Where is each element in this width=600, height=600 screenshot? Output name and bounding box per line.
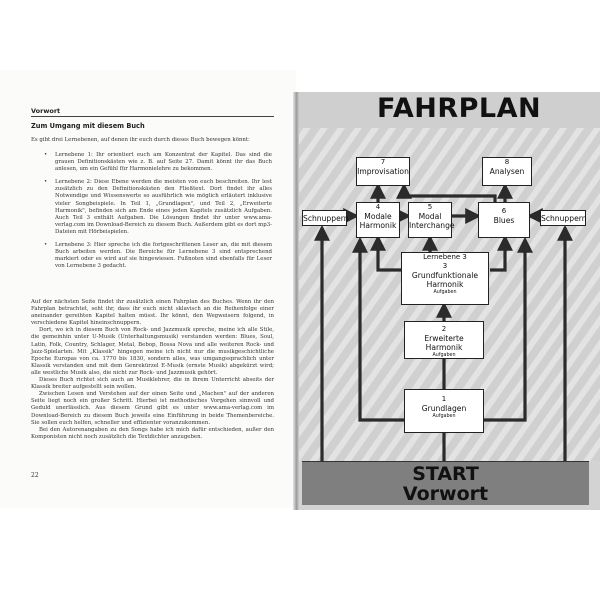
start-label: START [412, 463, 479, 485]
box-number: 8 [504, 158, 510, 166]
book-gutter [293, 92, 299, 510]
box-grundlagen: 1 Grundlagen Aufgaben [404, 389, 484, 433]
intro-text: Es gibt drei Lernebenen, auf denen ihr e… [31, 137, 250, 143]
box-label: Schnuppern [303, 214, 349, 223]
vorwort-label: Vorwort [402, 483, 489, 505]
box-sublabel: Aufgaben [432, 353, 456, 358]
box-sublabel: Aufgaben [432, 414, 456, 419]
box-sublabel: Aufgaben [433, 290, 457, 295]
body-paragraphs: Auf der nächsten Seite findet ihr zusätz… [31, 299, 274, 441]
paragraph: Auf der nächsten Seite findet ihr zusätz… [31, 299, 274, 327]
level-1-item: Lernebene 1: Ihr orientiert euch am Konz… [40, 152, 272, 173]
header-rule [31, 116, 274, 117]
box-number: 4 [375, 203, 381, 211]
arrow-grundfunktionale-blues [490, 234, 513, 272]
box-number: 5 [427, 203, 433, 211]
paragraph: Dort, wo ich in diesem Buch von Rock- un… [31, 327, 274, 376]
start-bar: START Vorwort [302, 461, 589, 505]
box-label: Analysen [489, 167, 525, 176]
page-number: 22 [31, 472, 39, 479]
learning-levels-list: Lernebene 1: Ihr orientiert euch am Konz… [40, 152, 272, 276]
box-number: 6 [501, 207, 507, 215]
running-head: Vorwort [31, 107, 61, 115]
arrow-blues-improvisation [396, 182, 497, 202]
box-label: Interchange [409, 221, 455, 230]
box-number: 1 [441, 395, 447, 403]
box-label: Grundlagen [421, 404, 467, 413]
level-2-item: Lernebene 2: Diese Ebene werden die meis… [40, 179, 272, 236]
paragraph: Bei den Autorenangaben zu den Songs habe… [31, 426, 274, 440]
box-modale-harmonik: 4 Modale Harmonik [356, 202, 400, 238]
box-improvisation: 7 Improvisation [356, 157, 410, 186]
box-label: Blues [493, 216, 515, 225]
box-grundfunktionale-harmonik: Lernebene 3 3 Grundfunktionale Harmonik … [401, 252, 489, 305]
level-3-item: Lernebene 3: Hier spreche ich die fortge… [40, 242, 272, 270]
paragraph: Zwischen Lesen und Verstehen auf der ein… [31, 391, 274, 426]
box-label: Improvisation [357, 167, 409, 176]
box-blues: 6 Blues [478, 202, 530, 238]
box-number: Lernebene 3 [423, 253, 467, 261]
page-title: FAHRPLAN [377, 93, 542, 124]
box-label: Harmonik [426, 280, 464, 289]
box-number: 3 [442, 262, 448, 270]
arrow-grundfunktionale-modale [370, 234, 405, 272]
arrow-grundlagen-side-left [352, 236, 404, 422]
box-number: 7 [380, 158, 386, 166]
paragraph: Dieses Buch richtet sich auch an Musikle… [31, 377, 274, 391]
box-schnuppern-right: Schnuppern [540, 210, 587, 226]
box-erweiterte-harmonik: 2 Erweiterte Harmonik Aufgaben [404, 321, 484, 359]
box-label: Grundfunktionale [411, 271, 479, 280]
section-title: Zum Umgang mit diesem Buch [31, 122, 145, 130]
left-page [0, 70, 296, 508]
box-label: Modal [418, 212, 442, 221]
box-label: Modale [364, 212, 392, 221]
box-label: Schnuppern [541, 214, 587, 223]
box-number: 2 [441, 325, 447, 333]
arrow-grundlagen-side-right [484, 236, 533, 422]
box-schnuppern-left: Schnuppern [302, 210, 349, 226]
box-analysen: 8 Analysen [482, 157, 532, 186]
title-band [299, 92, 600, 128]
box-label: Harmonik [359, 221, 397, 230]
box-label: Erweiterte Harmonik [424, 334, 464, 352]
box-modal-interchange: 5 Modal Interchange [408, 202, 455, 238]
